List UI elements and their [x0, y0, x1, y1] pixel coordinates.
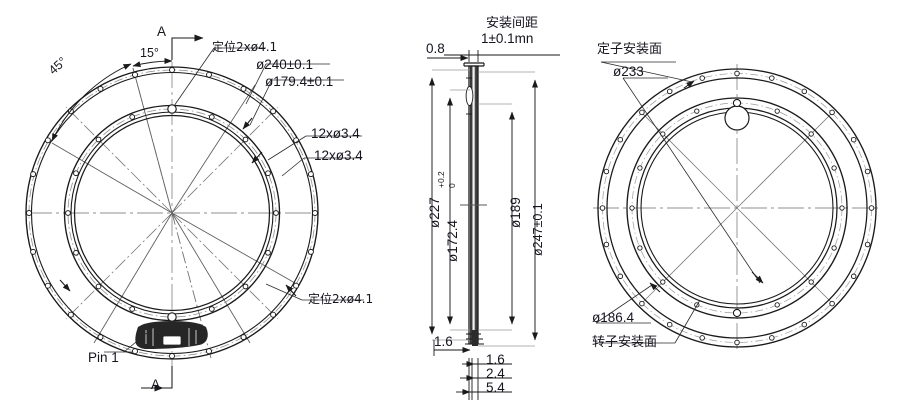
section-marker-a-bottom: A [151, 377, 161, 392]
callout-stator-face: 定子安装面 [597, 42, 663, 57]
section-header-tolerance: 1±0.1mn [481, 31, 534, 46]
section-gap-dimension [444, 50, 560, 62]
front-outer-circle [25, 66, 319, 360]
front-view-radial-rays [65, 106, 279, 320]
section-bottom-dim-left [433, 340, 471, 356]
rear-leader-lines [595, 61, 761, 344]
section-header-mount-gap: 安装间距 [486, 16, 539, 31]
front-connector-block [135, 321, 208, 349]
callout-dia-179: ø179.4±0.1 [265, 74, 334, 89]
rear-view-group [593, 61, 881, 352]
rear-pointer-ticks [649, 80, 764, 293]
section-top-flange [463, 62, 485, 67]
rear-top-locating-circle [724, 105, 750, 131]
front-view-group [25, 34, 364, 392]
front-pointer-ticks [59, 117, 297, 297]
angle-15-label: 15° [140, 46, 159, 60]
front-leader-lines [104, 47, 364, 353]
rear-outer-circle-inner [606, 77, 868, 339]
section-dim-247-label: ø247±0.1 [531, 203, 545, 256]
callout-rotor-face: 转子安装面 [592, 335, 658, 350]
callout-locate-top: 定位2xø4.1 [212, 40, 278, 54]
section-dim-172-label: ø172.4 [445, 219, 460, 262]
section-bottom-steps [465, 330, 484, 346]
rear-inner-circle [626, 97, 848, 319]
section-bottom-dim-stack [456, 358, 512, 400]
rear-outer-holes [599, 70, 875, 346]
front-15deg-dimension [132, 57, 173, 67]
section-dim-227-label: ø227 [427, 197, 442, 228]
callout-dia-186: ø186.4 [592, 310, 635, 325]
callout-pin-1: Pin 1 [88, 350, 119, 365]
rear-inner-pin-bottom [732, 308, 742, 318]
callout-dia-240: ø240±0.1 [256, 57, 313, 72]
front-connector-ribs [145, 328, 197, 346]
front-outer-holes [26, 67, 318, 359]
front-45deg-dimension [51, 63, 132, 142]
front-locating-pin-holes [167, 104, 177, 322]
callout-locate-bottom: 定位2xø4.1 [308, 292, 374, 306]
section-dim-172-upper-tol: +0.2 [436, 171, 446, 188]
section-bottom-dim-3: 5.4 [486, 380, 505, 395]
section-bore-detail [465, 77, 474, 115]
front-bore-circle [73, 114, 271, 312]
section-marker-a-top: A [157, 24, 167, 39]
section-bottom-dim-1: 1.6 [486, 352, 505, 367]
callout-holes-outer: 12xø3.4 [311, 126, 360, 141]
front-connector-highlight [162, 335, 182, 346]
section-dim-189-label: ø189 [508, 197, 523, 228]
section-bottom-dim-2: 2.4 [486, 366, 505, 381]
front-section-arrow-bottom [141, 366, 173, 392]
rear-outer-circle [597, 68, 877, 348]
rear-inner-pin-top [732, 98, 742, 108]
section-view-group [427, 50, 560, 400]
front-section-arrow-top [171, 34, 204, 60]
section-bottom-dim-left-label: 1.6 [434, 334, 453, 349]
section-dim-0p8-label: 0.8 [426, 41, 445, 56]
callout-dia-233: ø233 [613, 64, 644, 79]
section-dim-172-lower-tol: 0 [447, 183, 457, 188]
section-extension-lines [432, 69, 535, 347]
callout-holes-inner: 12xø3.4 [314, 148, 363, 163]
